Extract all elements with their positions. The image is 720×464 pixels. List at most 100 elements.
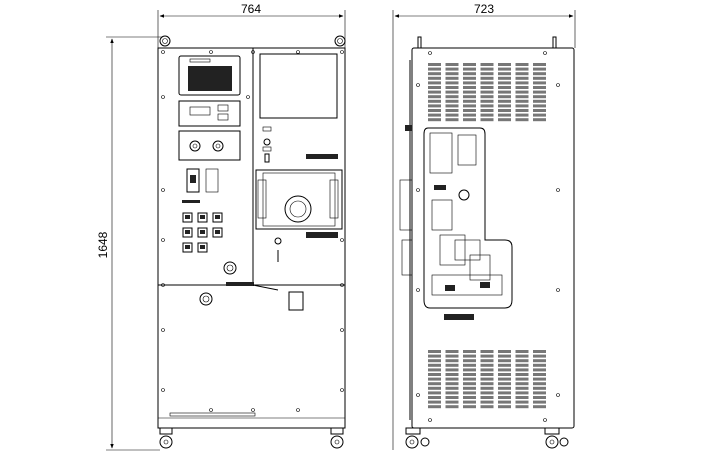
grille-slot [533,72,546,76]
grille-slot [445,377,459,381]
screw [296,50,300,54]
grille-slot [480,90,494,94]
grille-slot [428,350,441,353]
vent-panel [178,55,241,96]
grille-slot [533,373,546,376]
grille-slot [480,63,494,66]
grille-slot [428,86,441,89]
grille-slot [463,86,476,89]
screw [251,408,255,412]
grille-slot [533,81,546,85]
toggle-switch [197,227,208,238]
grille-slot [445,113,459,117]
grille-slot [428,405,441,409]
connector-panel [178,130,241,161]
grille-slot [498,99,511,103]
grille-slot [533,109,546,112]
grille-slot [515,63,529,66]
screw [428,418,432,422]
screw [340,50,344,54]
grille-slot [428,104,441,108]
grille-slot [445,72,459,76]
grille-slot [533,76,546,80]
grille-slot [498,72,511,76]
grille-slot [463,363,476,367]
grille-slot [428,400,441,404]
grille-slot [428,396,441,399]
grille-slot [498,368,511,372]
toggle-switch [182,242,193,253]
grille-slot [515,382,529,386]
grille-slot [463,67,476,71]
grille-slot [480,76,494,80]
grille-slot [445,86,459,89]
grille-slot [428,118,441,122]
grille-slot [515,391,529,395]
grille-slot [533,63,546,66]
grille-slot [498,113,511,117]
screw [556,288,560,292]
grille-slot [445,373,459,376]
grille-slot [428,363,441,367]
screw [428,51,432,55]
screw [161,328,165,332]
grille-slot [515,109,529,112]
grille-slot [515,354,529,358]
grille-slot [498,391,511,395]
grille-slot [463,95,476,99]
grille-slot [428,63,441,66]
grille-slot [445,104,459,108]
grille-slot [463,63,476,66]
side-view [399,36,575,449]
grille-slot [463,90,476,94]
inspection-window [259,53,338,119]
grille-slot [445,391,459,395]
grille-slot [515,386,529,390]
grille-slot [498,405,511,409]
grille-slot [463,396,476,399]
caster-left [159,427,173,449]
grille-slot [480,72,494,76]
toggle-switch [182,212,193,223]
vent-grille-lower [428,350,546,409]
grille-slot [445,90,459,94]
grille-slot [515,95,529,99]
grille-slot [498,382,511,386]
grille-slot [533,354,546,358]
grille-slot [498,354,511,358]
grille-slot [498,396,511,399]
screw [340,328,344,332]
grille-slot [515,90,529,94]
dimension-label-723: 723 [474,2,494,16]
grille-slot [480,382,494,386]
screw [340,388,344,392]
grille-slot [463,373,476,376]
grille-slot [445,118,459,122]
dimension-label-1648: 1648 [96,231,110,258]
grille-slot [480,109,494,112]
screw [543,418,547,422]
grille-slot [498,359,511,363]
grille-slot [428,95,441,99]
grille-slot [533,396,546,399]
grille-slot [515,104,529,108]
center-module [255,169,343,230]
connector-round [223,261,237,275]
grille-slot [515,113,529,117]
dimension-label-764: 764 [241,2,261,16]
grille-slot [533,90,546,94]
grille-slot [533,113,546,117]
grille-slot [515,373,529,376]
screw [161,188,165,192]
grille-slot [533,95,546,99]
grille-slot [533,86,546,89]
screw [416,188,420,192]
grille-slot [480,104,494,108]
grille-slot [428,386,441,390]
toggle-switch [182,227,193,238]
grille-slot [480,81,494,85]
screw [161,95,165,99]
switch-grid [182,212,223,253]
grille-slot [533,391,546,395]
grille-slot [428,90,441,94]
